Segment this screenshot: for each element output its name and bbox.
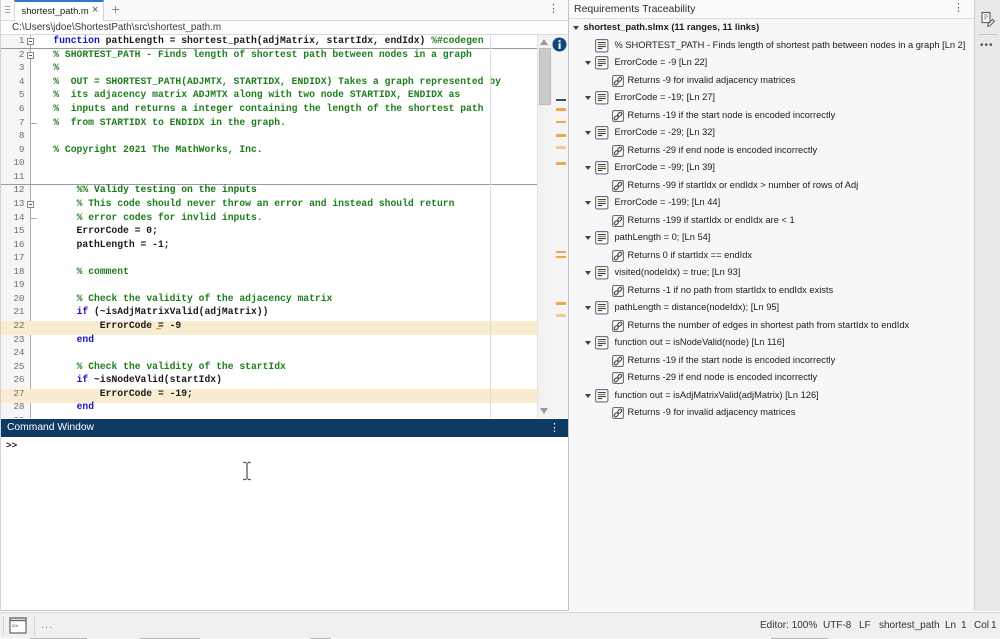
svg-text:>>: >> (12, 622, 19, 629)
